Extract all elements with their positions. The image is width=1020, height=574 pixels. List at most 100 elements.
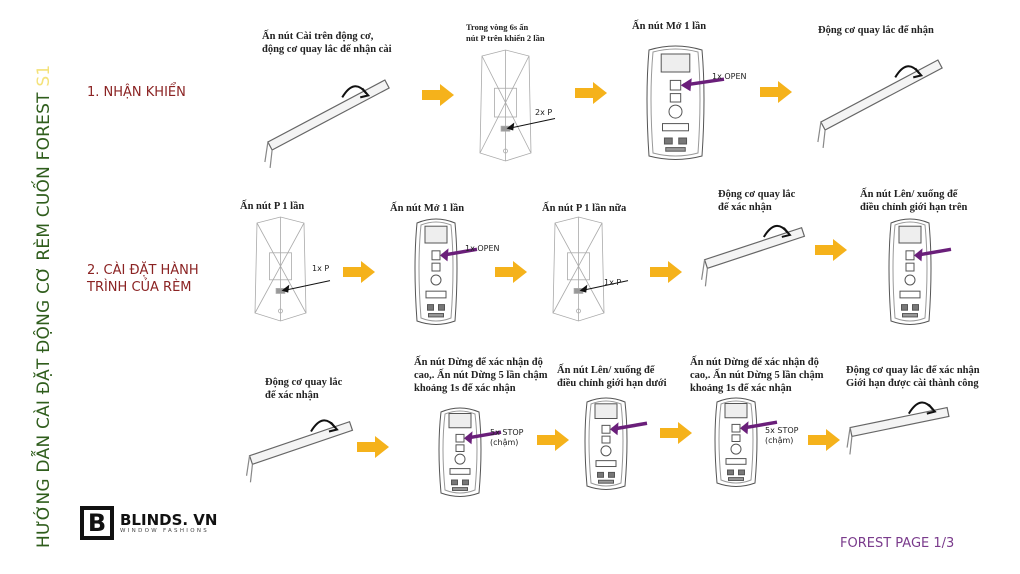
next-step-arrow-icon <box>760 81 792 103</box>
step-caption-line: Động cơ quay lắc <box>718 189 796 200</box>
remote-screen <box>448 413 472 429</box>
remote-illustration <box>584 397 648 490</box>
next-step-arrow-icon <box>422 84 454 106</box>
step-callout-line: 1x OPEN <box>712 72 747 81</box>
step-callout-line: (chậm) <box>490 438 519 447</box>
open-button <box>669 79 682 91</box>
stop-button <box>669 93 682 103</box>
step-caption-line: khoảng 1s để xác nhận <box>690 383 792 394</box>
remote-screen <box>594 403 618 419</box>
blinds-vn-logo: B BLINDS. VN WINDOW FASHIONS <box>80 506 217 540</box>
motor-illustration <box>264 79 390 169</box>
remote-illustration <box>888 218 952 325</box>
next-step-arrow-icon <box>660 422 692 444</box>
step-callout-line: 5x STOP <box>765 426 799 435</box>
next-step-arrow-icon <box>650 261 682 283</box>
next-step-arrow-icon <box>495 261 527 283</box>
step-caption-line: điều chỉnh giới hạn trên <box>860 202 968 213</box>
down-button <box>430 274 442 286</box>
row-label-line: TRÌNH CỦA RÈM <box>87 280 192 295</box>
step-caption-line: điều chỉnh giới hạn dưới <box>557 378 667 389</box>
step-caption-line: Ấn nút Dừng để xác nhận độ <box>414 357 543 368</box>
motor-tube <box>849 406 950 438</box>
step-callout-line: 2x P <box>535 108 553 117</box>
step-caption-line: động cơ quay lắc để nhận cài <box>262 44 392 55</box>
open-button <box>731 423 741 433</box>
remote-illustration <box>646 45 725 160</box>
step-callout-line: 1x OPEN <box>465 244 500 253</box>
logo-tagline: WINDOW FASHIONS <box>120 528 210 534</box>
step-caption: Ấn nút Dừng để xác nhận độ cao,. Ấn nút D… <box>414 356 548 395</box>
step-caption-line: Động cơ quay lắc <box>265 377 343 388</box>
step-caption-line: để xác nhận <box>265 390 319 401</box>
next-step-arrow-icon <box>808 429 840 451</box>
remote-illustration <box>414 218 478 325</box>
stop-button <box>455 444 465 452</box>
vertical-title-tail: S1 <box>34 64 54 87</box>
step-caption-line: Động cơ quay lắc để xác nhận <box>846 365 980 376</box>
row-label-line: 2. CÀI ĐẶT HÀNH <box>87 263 199 278</box>
stop-button <box>731 434 741 442</box>
step-caption-line: Ấn nút Dừng để xác nhận độ <box>690 357 819 368</box>
step-caption: Ấn nút Mở 1 lần <box>390 202 464 215</box>
step-callout: 5x STOP(chậm) <box>765 426 798 446</box>
motor-illustration <box>846 401 950 455</box>
vertical-title: HƯỚNG DẪN CÀI ĐẶT ĐỘNG CƠ RÈM CUỐN FORES… <box>34 65 54 548</box>
step-callout: 1x OPEN <box>712 72 747 82</box>
step-caption-line: Ấn nút P 1 lần <box>240 201 305 212</box>
step-caption-line: Ấn nút Lên/ xuống để <box>557 365 655 376</box>
step-caption-line: nút P trên khiển 2 lần <box>466 33 545 43</box>
step-callout: 1x OPEN <box>465 244 500 254</box>
pointer-arrow-icon <box>283 280 331 292</box>
step-callout: 2x P <box>535 108 552 118</box>
remote-screen <box>424 225 448 244</box>
step-caption: Động cơ quay lắc để nhận <box>818 24 934 37</box>
step-caption: Ấn nút Cài trên động cơ, động cơ quay lắc… <box>262 30 392 56</box>
step-caption-line: cao,. Ấn nút Dừng 5 lần chậm <box>690 370 824 381</box>
vertical-title-text: HƯỚNG DẪN CÀI ĐẶT ĐỘNG CƠ RÈM CUỐN FORES… <box>34 92 54 548</box>
step-caption: Ấn nút Lên/ xuống để điều chỉnh giới hạn … <box>557 364 667 390</box>
motor-illustration <box>817 59 943 149</box>
row-label: 1. NHẬN KHIỂN <box>87 84 186 101</box>
logo-mark: B <box>80 506 114 540</box>
receiver-illustration <box>552 216 629 322</box>
step-caption: Ấn nút Dừng để xác nhận độ cao,. Ấn nút D… <box>690 356 824 395</box>
step-caption-line: cao,. Ấn nút Dừng 5 lần chậm <box>414 370 548 381</box>
step-callout: 1x P <box>604 278 621 288</box>
open-button <box>431 250 441 261</box>
motor-tube <box>248 420 354 466</box>
open-button <box>905 250 915 261</box>
step-callout-line: 1x P <box>604 278 622 287</box>
step-caption-line: khoảng 1s để xác nhận <box>414 383 516 394</box>
stop-button <box>601 435 611 444</box>
remote-illustration <box>714 397 778 487</box>
step-caption: Ấn nút P 1 lần nữa <box>542 202 626 215</box>
row-label: 2. CÀI ĐẶT HÀNH TRÌNH CỦA RÈM <box>87 262 199 296</box>
motor-illustration <box>700 224 806 287</box>
step-caption-line: để xác nhận <box>718 202 772 213</box>
step-callout-line: 1x P <box>312 264 330 273</box>
down-button <box>904 274 916 286</box>
logo-name: BLINDS. VN <box>120 511 218 529</box>
step-caption-line: Ấn nút Cài trên động cơ, <box>262 31 374 42</box>
motor-illustration <box>245 419 354 483</box>
row-label-line: 1. NHẬN KHIỂN <box>87 85 186 100</box>
motor-tube <box>703 226 806 270</box>
open-button <box>455 433 465 443</box>
step-caption-line: Ấn nút Mở 1 lần <box>632 21 707 32</box>
step-caption-line: Ấn nút Mở 1 lần <box>390 203 465 214</box>
remote-screen <box>898 225 922 244</box>
step-callout-line: 5x STOP <box>490 428 524 437</box>
receiver-illustration <box>479 49 556 162</box>
down-button <box>454 453 466 465</box>
step-caption: Ấn nút P 1 lần <box>240 200 304 213</box>
step-callout-line: (chậm) <box>765 436 794 445</box>
next-step-arrow-icon <box>575 82 607 104</box>
next-step-arrow-icon <box>357 436 389 458</box>
step-callout: 1x P <box>312 264 329 274</box>
stop-button <box>905 262 915 272</box>
step-callout: 5x STOP(chậm) <box>490 428 523 448</box>
